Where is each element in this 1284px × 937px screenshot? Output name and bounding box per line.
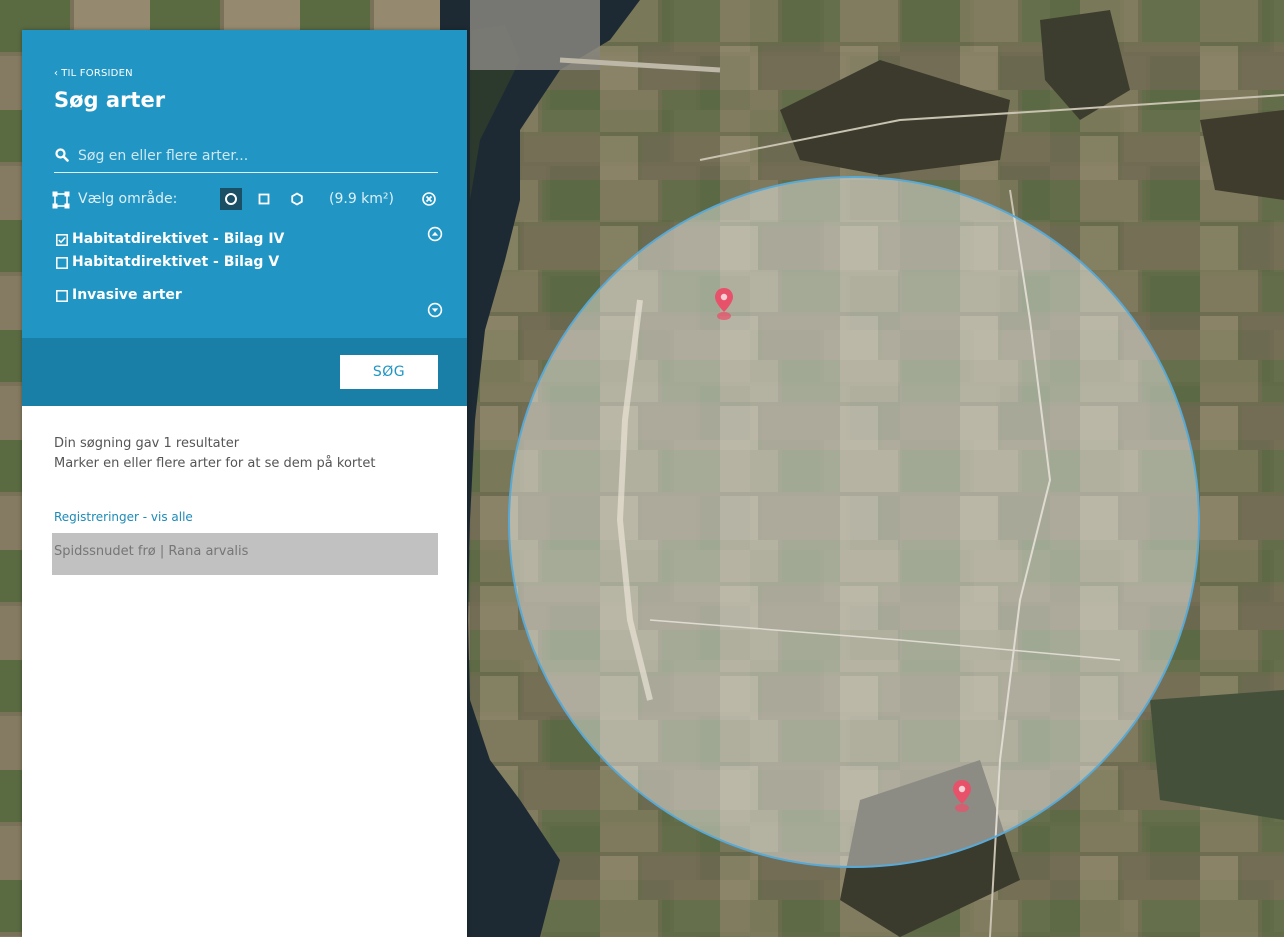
map-marker-icon[interactable] — [953, 780, 971, 812]
result-item-label: Spidssnudet frø | Rana arvalis — [54, 544, 249, 559]
road — [699, 94, 1284, 161]
search-panel: ‹TIL FORSIDEN Søg arter Vælg områ — [22, 30, 467, 937]
species-search-box — [54, 142, 438, 173]
back-link-label: TIL FORSIDEN — [61, 68, 133, 79]
checkbox-checked-icon — [56, 234, 68, 246]
circle-icon — [225, 193, 237, 205]
registrations-show-all-link[interactable]: Registreringer - vis alle — [54, 510, 193, 524]
species-search-input[interactable] — [78, 144, 434, 168]
forest-patch — [840, 760, 1020, 937]
forest-patch — [1200, 110, 1284, 200]
filter-bilag-v-checkbox[interactable]: Habitatdirektivet - Bilag V — [54, 253, 354, 275]
filter-invasive-checkbox[interactable]: Invasive arter — [54, 286, 354, 308]
scroll-up-icon[interactable] — [427, 226, 443, 242]
result-list-item[interactable]: Spidssnudet frø | Rana arvalis — [52, 533, 438, 575]
fjord-water — [440, 0, 640, 937]
area-label: Vælg område: — [78, 191, 178, 207]
filter-label: Invasive arter — [72, 287, 182, 303]
clear-area-icon[interactable] — [421, 191, 437, 207]
coastline — [616, 299, 653, 701]
area-size: (9.9 km²) — [329, 191, 394, 207]
forest-patch — [1040, 10, 1130, 120]
filter-label: Habitatdirektivet - Bilag V — [72, 254, 280, 270]
filter-label: Habitatdirektivet - Bilag IV — [72, 231, 285, 247]
page-title: Søg arter — [54, 88, 166, 112]
forest-patch — [780, 60, 1010, 175]
search-icon — [55, 148, 69, 162]
hexagon-icon — [291, 192, 303, 206]
map-marker-icon[interactable] — [715, 288, 733, 320]
filter-bilag-iv-checkbox[interactable]: Habitatdirektivet - Bilag IV — [54, 230, 354, 252]
result-summary: Din søgning gav 1 resultater — [54, 436, 240, 451]
town-area — [470, 0, 600, 70]
search-area-circle[interactable] — [508, 176, 1200, 868]
area-selector: Vælg område: (9.9 km²) — [52, 188, 442, 212]
road — [989, 189, 1052, 937]
back-to-front-page-link[interactable]: ‹TIL FORSIDEN — [54, 68, 133, 79]
hexagon-shape-button[interactable] — [286, 188, 308, 210]
square-shape-button[interactable] — [253, 188, 275, 210]
checkbox-icon — [56, 290, 68, 302]
result-hint: Marker en eller flere arter for at se de… — [54, 456, 376, 471]
search-button[interactable]: SØG — [340, 355, 438, 389]
forest-patch — [1150, 690, 1284, 820]
checkbox-icon — [56, 257, 68, 269]
chevron-left-icon: ‹ — [54, 68, 59, 79]
road — [649, 619, 1121, 661]
square-icon — [258, 193, 270, 205]
circle-shape-button[interactable] — [220, 188, 242, 210]
bridge — [559, 57, 721, 73]
panel-header: ‹TIL FORSIDEN Søg arter Vælg områ — [22, 30, 467, 338]
area-select-icon — [52, 191, 70, 209]
scroll-down-icon[interactable] — [427, 302, 443, 318]
